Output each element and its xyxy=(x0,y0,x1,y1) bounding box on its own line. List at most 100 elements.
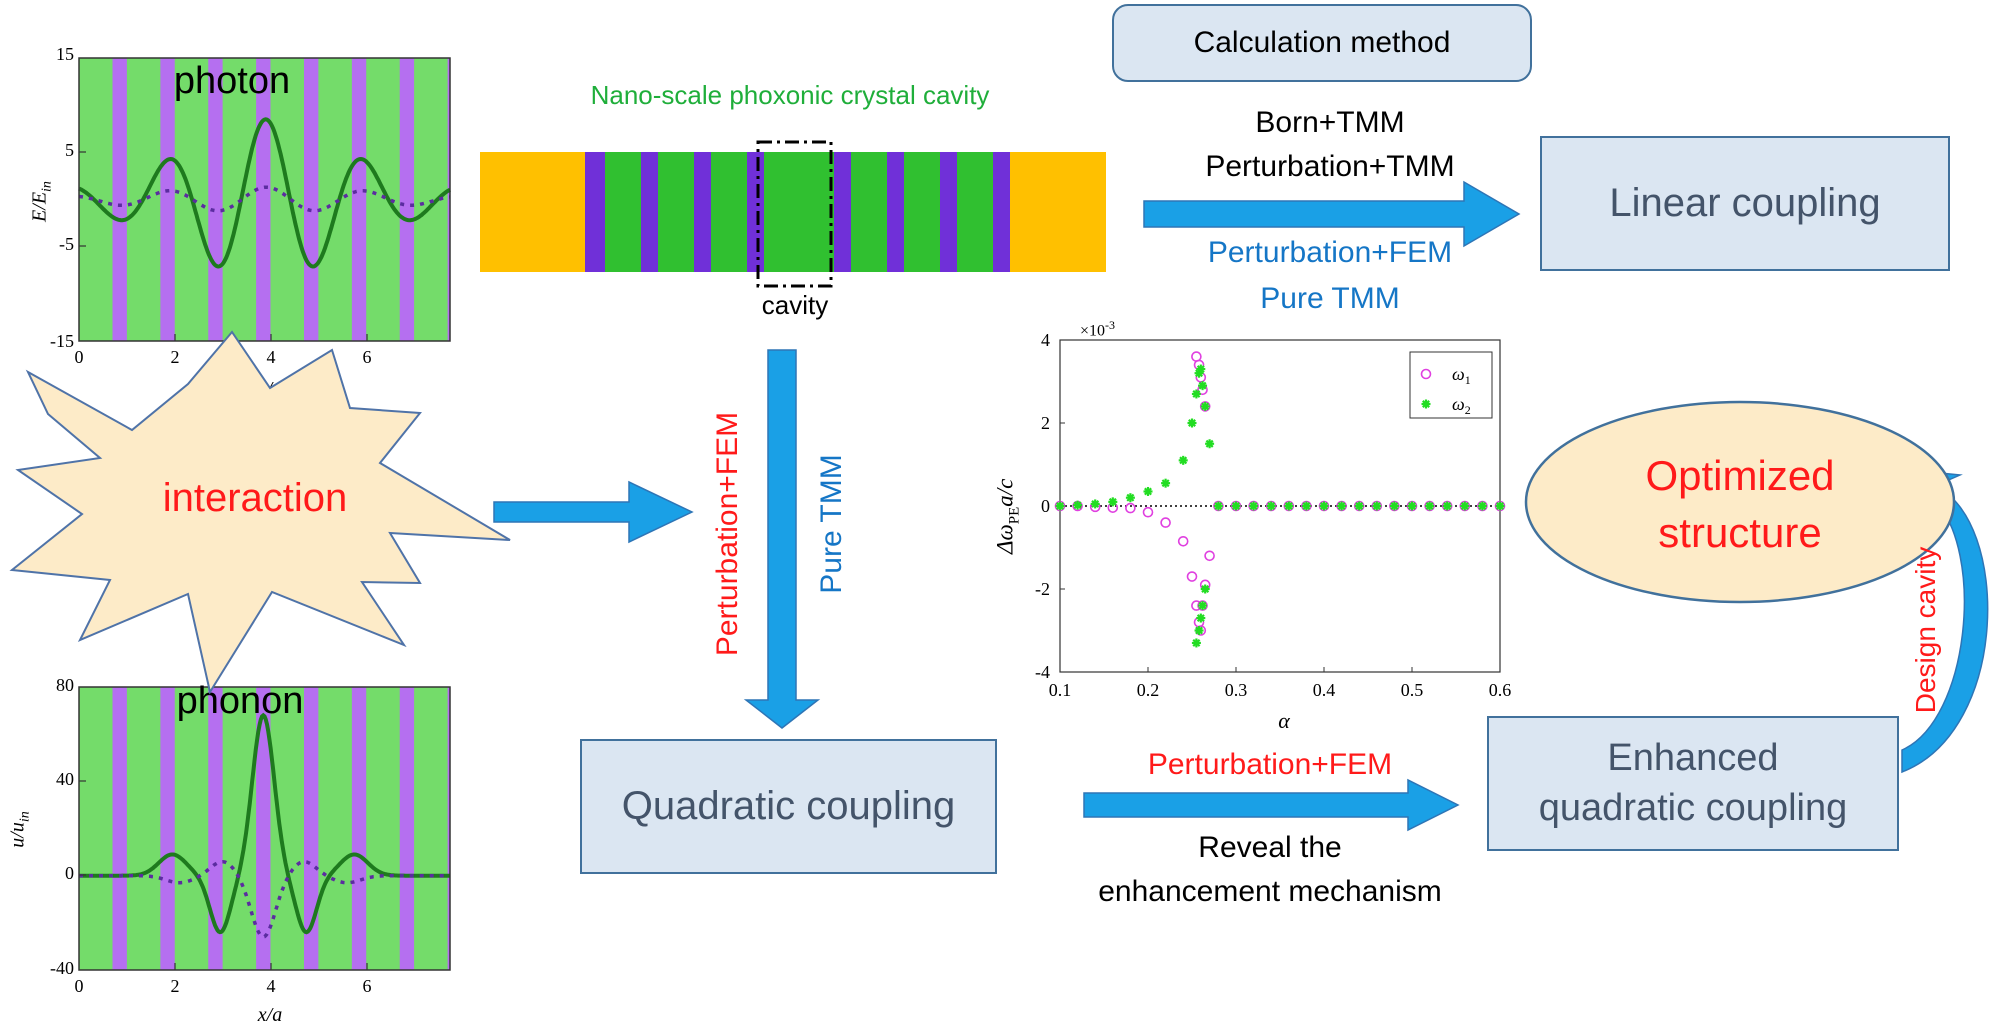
enhanced-line1: Enhanced xyxy=(1607,737,1779,780)
chart-exponent-power: -3 xyxy=(1105,318,1116,332)
linear-coupling-text: Linear coupling xyxy=(1609,181,1881,225)
point-ω2 xyxy=(1198,601,1208,611)
stripe-layer xyxy=(112,58,127,341)
stripe-layer xyxy=(256,687,271,970)
calculation-method-box: Calculation method xyxy=(1112,4,1532,82)
crystal-bar xyxy=(480,152,1106,272)
stripe-layer xyxy=(447,58,450,341)
stripe-layer xyxy=(351,58,367,341)
vertical-pure-tmm: Pure TMM xyxy=(815,454,848,594)
crystal-layer-a xyxy=(747,152,764,272)
photon-plot-svg xyxy=(78,57,452,342)
crystal-layer-b xyxy=(957,152,993,272)
chart-ytick-label: 4 xyxy=(1041,330,1050,350)
legend-box xyxy=(1409,351,1493,419)
point-ω2 xyxy=(1200,584,1210,594)
stripe-layer xyxy=(303,58,319,341)
stripe-layer xyxy=(303,687,319,970)
point-ω2 xyxy=(1194,626,1204,635)
chart-ylabel-main: Δω xyxy=(992,524,1018,554)
stripe-layer xyxy=(399,687,415,970)
phonon-xtick-2: 2 xyxy=(170,976,180,996)
chart-ylabel-sub: PE xyxy=(1006,506,1023,525)
arrow-bottom-right xyxy=(1083,778,1460,832)
crystal-layer-b xyxy=(605,152,641,272)
chart-xtick-label: 0.1 xyxy=(1049,680,1072,700)
chart-exponent-base: ×10 xyxy=(1080,322,1106,340)
phonon-ticks xyxy=(79,780,368,970)
stripe-layer xyxy=(112,687,127,970)
photon-ticks xyxy=(79,151,368,341)
point-ω2 xyxy=(1196,613,1206,623)
perturbation-tmm-text: Perturbation+TMM xyxy=(1205,150,1455,183)
pure-tmm-text: Pure TMM xyxy=(1260,282,1400,315)
point-ω2 xyxy=(1196,364,1206,374)
crystal-layer-b xyxy=(851,152,887,272)
stripe-layer xyxy=(160,687,175,970)
optimized-ellipse xyxy=(1524,400,1956,604)
point-ω2 xyxy=(1205,439,1215,449)
phonon-label: phonon xyxy=(176,680,304,722)
point-ω2 xyxy=(1187,418,1197,428)
stripe-layer xyxy=(208,687,223,970)
phonon-ytick-40: 40 xyxy=(56,769,74,789)
crystal-layer-a xyxy=(585,152,605,272)
cavity-label: cavity xyxy=(761,290,829,320)
enhanced-line2: quadratic coupling xyxy=(1538,786,1848,829)
point-ω2 xyxy=(1301,501,1311,511)
reveal-text: Reveal the enhancement mechanism xyxy=(1050,826,1490,913)
crystal-layer-a xyxy=(694,152,711,272)
optimized-line2: structure xyxy=(1658,508,1822,556)
photon-field-solid xyxy=(78,117,452,269)
optimized-line1: Optimized xyxy=(1645,452,1835,499)
point-ω2 xyxy=(1425,501,1435,511)
stripe-layer xyxy=(208,58,223,341)
point-ω1 xyxy=(1177,535,1189,547)
cavity-box xyxy=(756,140,833,288)
cavity-title: Nano-scale phoxonic crystal cavity xyxy=(590,80,990,110)
chart-xtick-label: 0.5 xyxy=(1401,680,1424,700)
arrow-top-right xyxy=(1143,180,1521,248)
phonon-ytick-80: 80 xyxy=(56,675,74,695)
phonon-field-dotted xyxy=(79,859,450,939)
phonon-plot-svg xyxy=(78,686,451,971)
photon-field-dotted xyxy=(78,185,451,213)
reveal-line1: Reveal the xyxy=(1198,831,1342,864)
point-ω2 xyxy=(1372,501,1382,511)
photon-xtick-2: 2 xyxy=(170,347,180,367)
point-ω1 xyxy=(1125,502,1136,514)
legend-marker-ω2 xyxy=(1421,399,1431,409)
crystal-layer-b xyxy=(711,152,747,272)
phonon-ytick-0: 0 xyxy=(65,863,74,883)
point-ω2 xyxy=(1055,501,1065,511)
photon-plot-frame xyxy=(78,57,451,342)
photon-ytick-neg15: -15 xyxy=(50,331,74,351)
point-ω2 xyxy=(1231,501,1241,511)
vertical-perturbation-fem: Perturbation+FEM xyxy=(711,411,744,657)
crystal-layer-a xyxy=(993,152,1010,272)
photon-xtick-6: 6 xyxy=(362,347,372,367)
chart-ylabel-tail: a/c xyxy=(992,478,1018,507)
phonon-xtick-6: 6 xyxy=(362,976,372,996)
chart-ytick-label: -2 xyxy=(1035,579,1050,599)
point-ω2 xyxy=(1284,501,1294,511)
point-ω2 xyxy=(1090,499,1100,509)
chart-ytick-label: 0 xyxy=(1041,496,1050,516)
enhanced-coupling-box: Enhanced quadratic coupling xyxy=(1487,716,1899,851)
crystal-layer-a xyxy=(834,152,851,272)
legend-label-ω2: ω2 xyxy=(1452,394,1471,417)
quadratic-coupling-box: Quadratic coupling xyxy=(580,739,997,874)
point-ω2 xyxy=(1477,501,1487,511)
chart-xtick-label: 0.4 xyxy=(1313,680,1336,700)
chart-ylabel: ΔωPEa/c xyxy=(993,406,1024,626)
stripe-layer xyxy=(160,58,175,341)
crystal-layer-a xyxy=(940,152,957,272)
point-ω1 xyxy=(1186,571,1198,582)
point-ω2 xyxy=(1319,501,1329,511)
born-tmm-text: Born+TMM xyxy=(1255,106,1405,139)
design-cavity-curved-arrow xyxy=(1901,469,1989,774)
calculation-method-text: Calculation method xyxy=(1193,26,1451,59)
